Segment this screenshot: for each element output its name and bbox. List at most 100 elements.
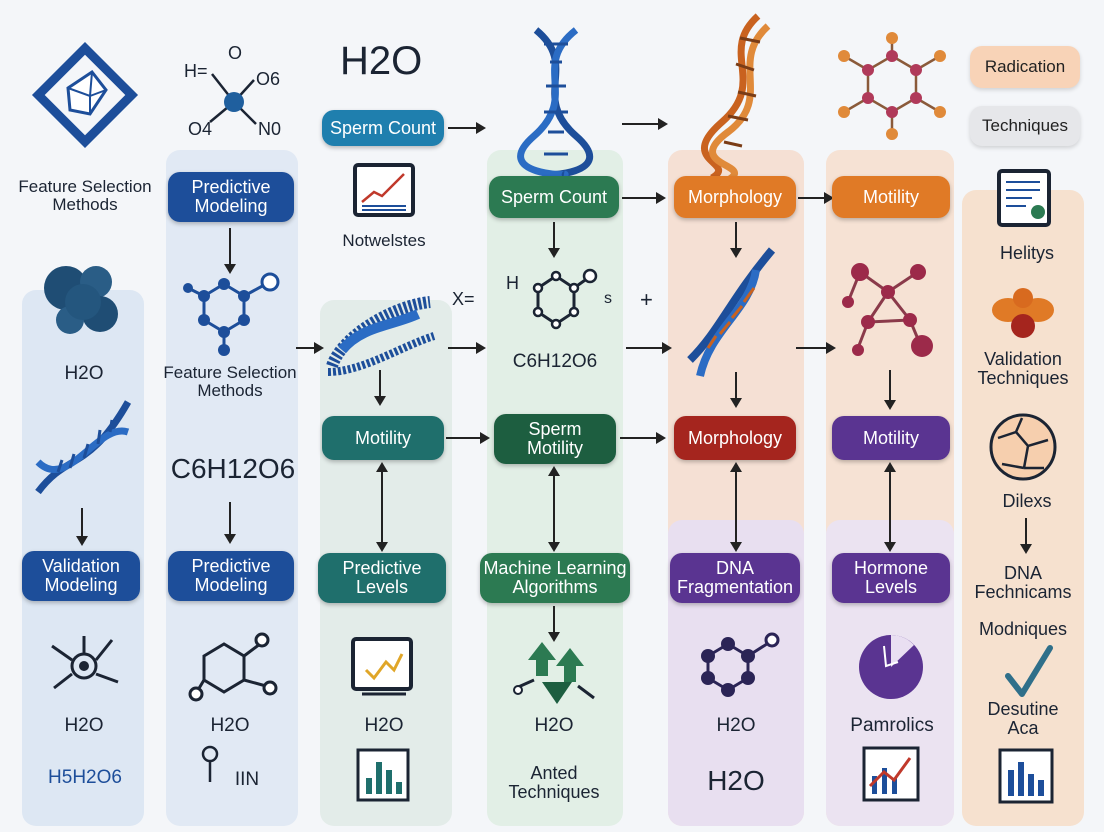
column-2-panel — [166, 150, 298, 826]
feature-selection-label: Feature Selection Methods — [163, 363, 297, 401]
right-arrow-icon — [448, 342, 486, 354]
voronoi-cell-icon — [989, 413, 1057, 481]
motility-mid-box[interactable]: Motility — [832, 416, 950, 460]
dna-helix-top-icon — [517, 27, 594, 179]
molecule-no-label: N0 — [258, 119, 282, 139]
blob-molecule-icon — [44, 266, 118, 334]
sperm-motility-box[interactable]: Sperm Motility — [494, 414, 616, 464]
right-arrow-icon — [446, 432, 490, 444]
glucose-formula-label: C6H12O6 — [170, 453, 296, 484]
dna-helix-icon — [35, 400, 132, 495]
dilexs-label: Dilexs — [1002, 491, 1052, 511]
checkmark-icon — [1005, 645, 1053, 697]
down-arrow-icon — [884, 370, 896, 410]
h-label: H — [506, 273, 519, 293]
right-arrow-icon — [626, 342, 672, 354]
formula-bottom-label: H5H2O6 — [48, 767, 122, 788]
right-arrow-icon — [296, 342, 324, 354]
down-arrow-icon — [374, 370, 386, 406]
bar-chart-icon — [356, 748, 410, 802]
ml-algorithms-box[interactable]: Machine Learning Algorithms — [480, 553, 630, 603]
branched-molecule-icon — [842, 263, 933, 357]
down-arrow-icon — [548, 222, 560, 258]
hexagon-network-icon — [838, 32, 946, 140]
morphology-top-box[interactable]: Morphology — [674, 176, 796, 218]
h2o-label: H2O — [64, 363, 104, 384]
protein-chain-icon — [326, 296, 436, 376]
diamond-logo-icon — [31, 41, 139, 149]
molecule-o4-label: O4 — [188, 119, 213, 139]
right-arrow-icon — [622, 192, 666, 204]
validation-techniques-label: Validation Techniques — [977, 349, 1069, 389]
motility-box[interactable]: Motility — [322, 416, 444, 460]
dna-fragmentation-box[interactable]: DNA Fragmentation — [670, 553, 800, 603]
sperm-count-top-box[interactable]: Sperm Count — [322, 110, 444, 146]
trend-chart-icon — [862, 746, 920, 802]
down-arrow-icon — [1020, 518, 1032, 554]
sperm-count-box[interactable]: Sperm Count — [489, 176, 619, 218]
h2o-label: H2O — [364, 715, 404, 736]
s-label: s — [604, 290, 612, 307]
h2o-label: H2O — [716, 715, 756, 736]
flower-icon — [992, 288, 1054, 338]
down-arrow-icon — [76, 508, 88, 546]
modniques-label: Modniques — [978, 619, 1068, 639]
morphology-mid-box[interactable]: Morphology — [674, 416, 796, 460]
predictive-levels-box[interactable]: Predictive Levels — [318, 553, 446, 603]
double-arrow-icon — [730, 462, 742, 552]
down-arrow-icon — [730, 222, 742, 258]
right-arrow-icon — [448, 122, 486, 134]
pin-icon — [201, 745, 219, 782]
double-arrow-icon — [376, 462, 388, 552]
double-arrow-icon — [548, 466, 560, 552]
pamrolics-label: Pamrolics — [850, 715, 934, 736]
feature-selection-title: Feature Selection Methods — [18, 177, 152, 215]
molecule-h-label: H= — [184, 61, 208, 81]
validation-modeling-box[interactable]: Validation Modeling — [22, 551, 140, 601]
techniques-tag[interactable]: Techniques — [970, 106, 1080, 146]
iin-label: IIN — [234, 769, 260, 790]
plus-label: + — [640, 287, 653, 312]
double-arrow-icon — [884, 462, 896, 552]
h2o-label: H2O — [210, 715, 250, 736]
desutine-aca-label: Desutine Aca — [987, 699, 1059, 739]
predictive-modeling-top-box[interactable]: Predictive Modeling — [168, 172, 294, 222]
hormone-levels-box[interactable]: Hormone Levels — [832, 553, 950, 603]
green-arrows-icon — [513, 642, 595, 704]
down-arrow-icon — [730, 372, 742, 408]
dna-fechnicams-label: DNA Fechnicams — [974, 563, 1072, 603]
tablet-check-icon — [351, 637, 413, 696]
h2o-title: H2O — [340, 39, 423, 83]
h2o-big-label: H2O — [707, 765, 765, 796]
pie-chart-icon — [859, 635, 923, 699]
line-chart-icon — [353, 163, 415, 217]
network-molecule-icon — [183, 272, 280, 356]
right-arrow-icon — [620, 432, 666, 444]
h2o-bottom-label: H2O — [64, 715, 104, 736]
right-arrow-icon — [796, 342, 836, 354]
down-arrow-icon — [548, 606, 560, 642]
helitys-label: Helitys — [999, 243, 1054, 263]
atom-structure-icon — [209, 73, 257, 125]
right-arrow-icon — [622, 118, 668, 130]
down-arrow-icon — [224, 228, 236, 274]
molecule-o6-label: O6 — [256, 69, 281, 89]
x-label: X= — [452, 289, 475, 309]
anted-techniques-label: Anted Techniques — [508, 763, 600, 803]
benzene-ring-icon — [532, 268, 598, 330]
glucose-formula-label: C6H12O6 — [512, 351, 598, 372]
h2o-label: H2O — [534, 715, 574, 736]
predictive-modeling-bottom-box[interactable]: Predictive Modeling — [168, 551, 294, 601]
document-icon — [997, 169, 1051, 227]
down-arrow-icon — [224, 502, 236, 544]
molecule-node-icon — [51, 636, 119, 690]
right-arrow-icon — [798, 192, 834, 204]
dna-helix-orange-icon — [701, 13, 771, 184]
motility-top-box[interactable]: Motility — [832, 176, 950, 218]
bar-chart-icon — [998, 748, 1054, 804]
purple-molecule-icon — [701, 632, 780, 697]
ring-molecule-icon — [188, 632, 278, 702]
dna-helix-mid-icon — [687, 247, 776, 377]
radication-tag[interactable]: Radication — [970, 46, 1080, 88]
notwelstes-label: Notwelstes — [342, 231, 426, 250]
